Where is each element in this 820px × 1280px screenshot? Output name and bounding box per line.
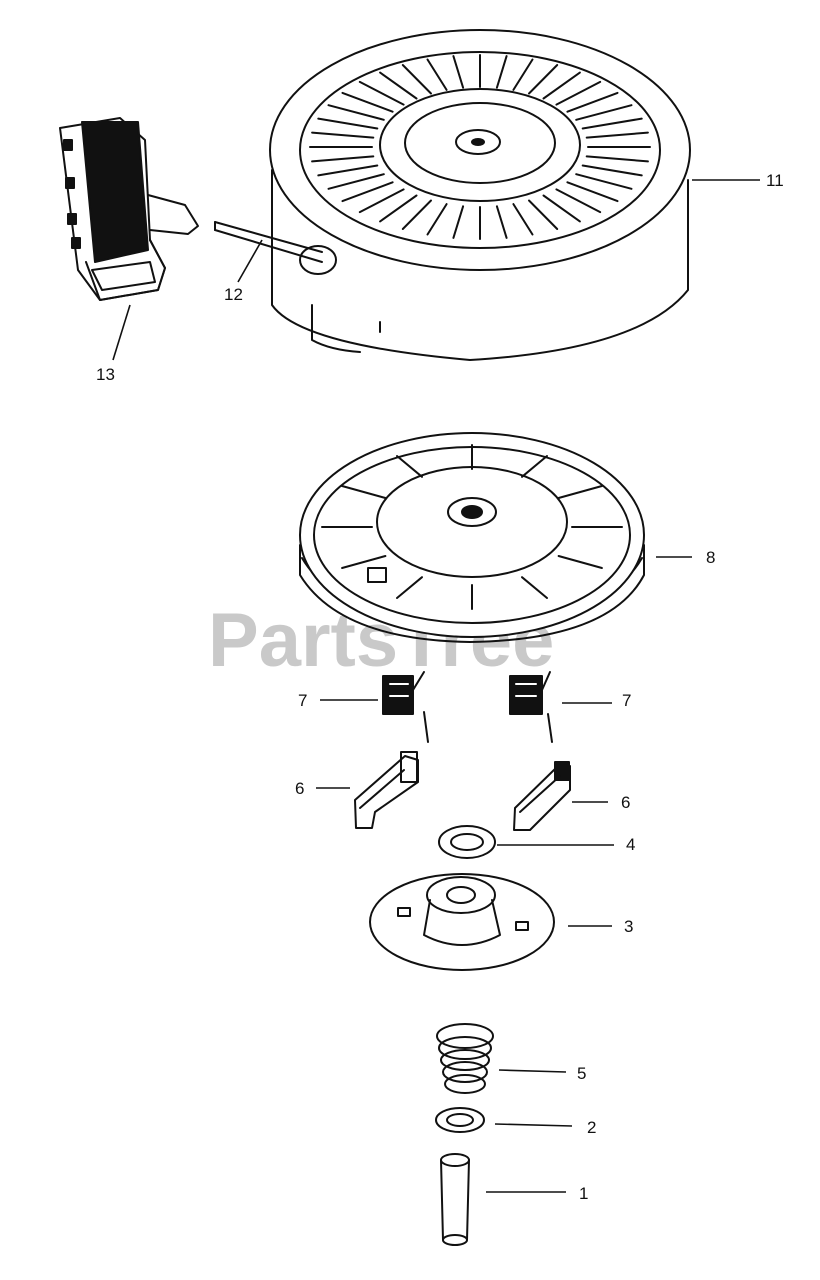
part-3-retainer[interactable] (369, 873, 555, 971)
part-12-starter-rope[interactable] (214, 221, 323, 263)
housing-vent-slot (581, 117, 643, 130)
label-part-5: 5 (577, 1064, 586, 1083)
housing-vent-slot (542, 71, 581, 100)
label-part-3: 3 (624, 917, 633, 936)
label-part-4: 4 (626, 835, 635, 854)
housing-vent-slot (495, 205, 508, 239)
pulley-rib (396, 576, 423, 599)
label-part-6-left: 6 (295, 779, 304, 798)
part-8-pulley[interactable] (299, 432, 645, 643)
label-part-1: 1 (579, 1184, 588, 1203)
leader-lines (112, 179, 760, 1193)
housing-vent-slot (512, 203, 534, 236)
label-part-7-left: 7 (298, 691, 307, 710)
housing-vent-slot (426, 203, 448, 236)
label-part-11: 11 (766, 171, 784, 190)
part-11-starter-housing[interactable] (269, 29, 691, 361)
label-part-12: 12 (224, 285, 243, 304)
part-6-pawl-left[interactable] (354, 751, 419, 829)
label-part-6-right: 6 (621, 793, 630, 812)
housing-vent-slot (341, 181, 394, 203)
part-1-pin[interactable] (440, 1153, 470, 1246)
housing-vent-slot (575, 104, 633, 121)
housing-vent-slot (585, 155, 649, 163)
housing-vent-slot (311, 131, 375, 139)
housing-vent-slot (452, 55, 465, 89)
label-part-2: 2 (587, 1118, 596, 1137)
housing-vent-slot (585, 131, 649, 139)
pulley-rib (341, 555, 387, 569)
housing-vent-slot (311, 155, 375, 163)
part-6-pawl-right[interactable] (513, 761, 571, 831)
housing-vent-slot (379, 71, 418, 100)
housing-vent-slot (555, 188, 602, 214)
housing-vent-slot (528, 64, 559, 95)
part-13-starter-handle[interactable] (59, 117, 199, 301)
housing-vent-slot (555, 80, 602, 106)
part-7-pawl-spring-left[interactable] (382, 671, 429, 743)
housing-vent-slot (581, 164, 643, 177)
housing-vent-slot (575, 173, 633, 190)
housing-vent-slot (426, 58, 448, 91)
housing-vent-slot (327, 173, 385, 190)
pulley-rib (341, 485, 387, 499)
housing-vent-slot (327, 104, 385, 121)
housing-vent-slot (401, 64, 432, 95)
label-part-8: 8 (706, 548, 715, 567)
label-part-7-right: 7 (622, 691, 631, 710)
part-2-washer[interactable] (435, 1107, 485, 1133)
housing-vent-slot (358, 80, 405, 106)
housing-vent-slot (452, 205, 465, 239)
label-part-13: 13 (96, 365, 115, 384)
housing-vent-slot (566, 181, 619, 203)
housing-vent-slot (512, 58, 534, 91)
part-7-pawl-spring-right[interactable] (509, 671, 553, 743)
part-5-spring[interactable] (436, 1023, 494, 1094)
pulley-rib (557, 555, 603, 569)
housing-vent-slot (566, 91, 619, 113)
housing-vent-slot (317, 117, 379, 130)
housing-vent-slot (358, 188, 405, 214)
housing-vent-slot (401, 199, 432, 230)
pulley-rib (521, 455, 548, 478)
pulley-rib (557, 485, 603, 499)
housing-vent-slot (317, 164, 379, 177)
pulley-rib (521, 576, 548, 599)
housing-vent-slot (379, 194, 418, 223)
housing-vent-slot (542, 194, 581, 223)
housing-vent-slot (528, 199, 559, 230)
housing-vent-slot (341, 91, 394, 113)
part-4-washer[interactable] (438, 825, 496, 859)
housing-vent-slot (495, 55, 508, 89)
part-labels: 11 12 13 8 7 7 6 6 4 3 5 2 1 (96, 171, 784, 1203)
pulley-rib (396, 455, 423, 478)
